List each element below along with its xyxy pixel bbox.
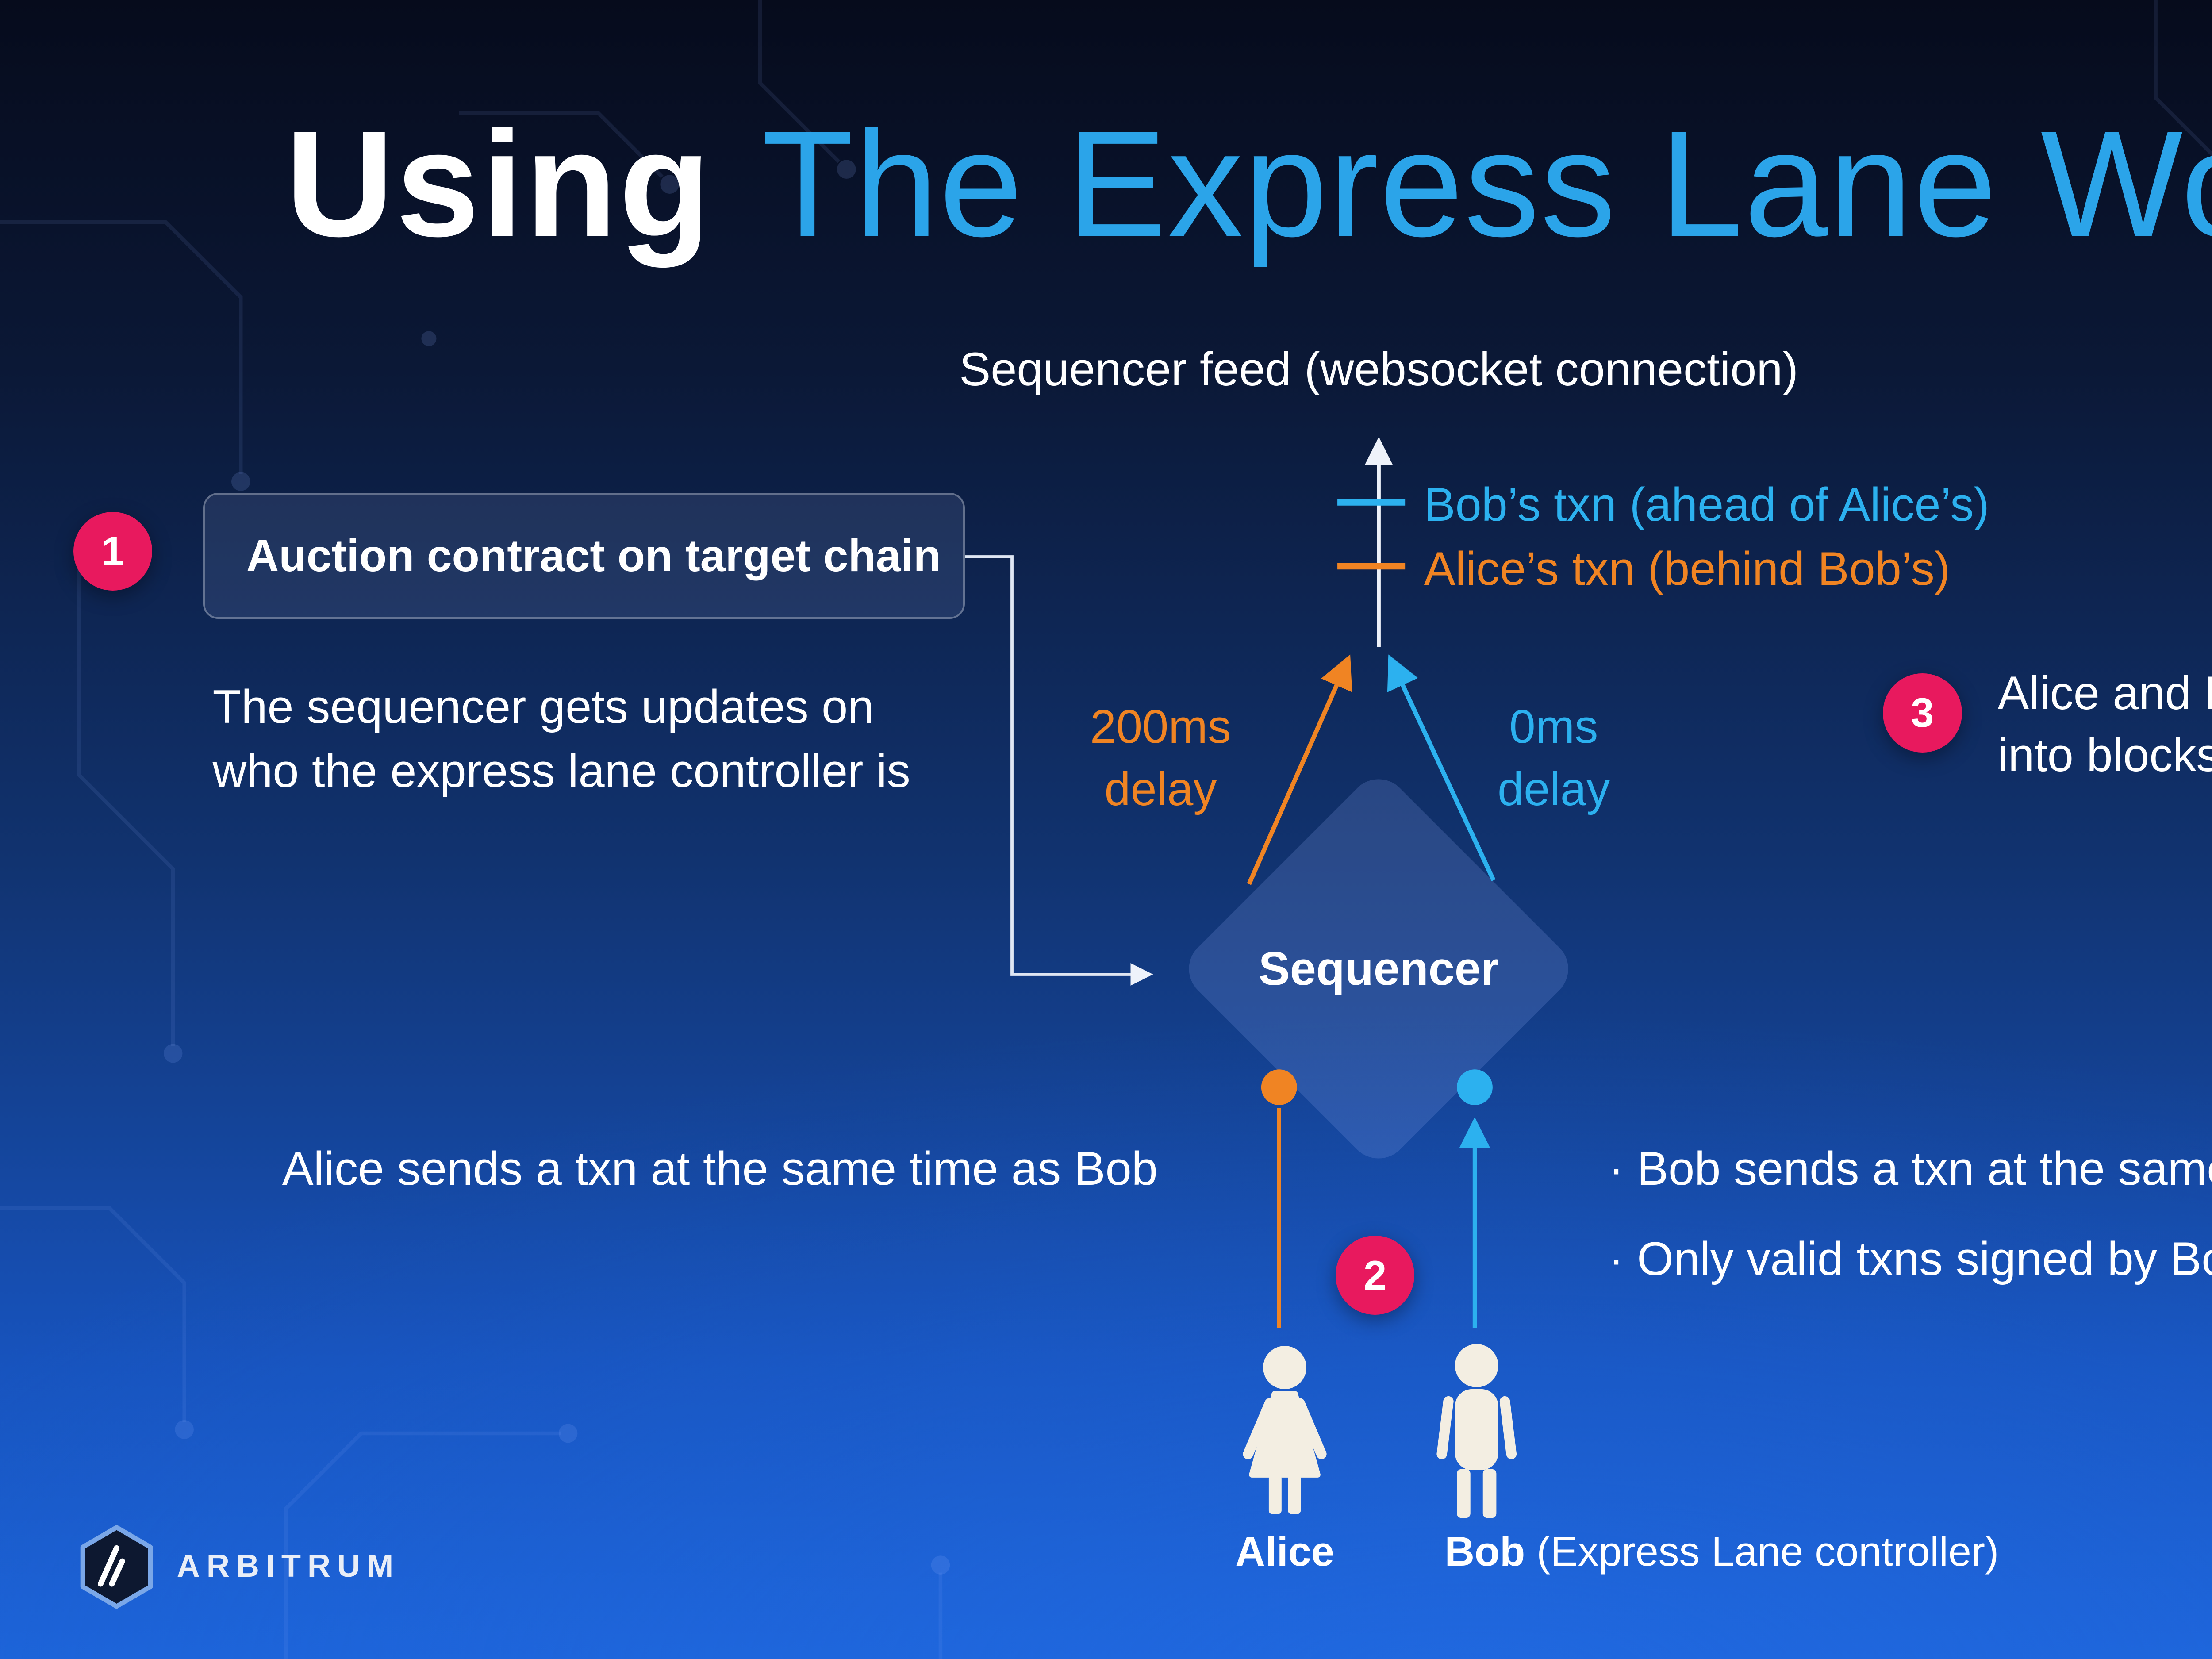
alice-delay-value: 200ms <box>1090 700 1231 753</box>
female-person-icon <box>1243 1346 1327 1514</box>
step-1-description: The sequencer gets updates on who the ex… <box>212 675 910 803</box>
bob-delay-value: 0ms <box>1509 700 1598 753</box>
sequencer-feed-label: Sequencer feed (websocket connection) <box>959 342 1798 396</box>
bob-delay-label: 0ms delay <box>1498 696 1610 820</box>
arbitrum-logo-icon <box>80 1525 153 1609</box>
step-1-badge: 1 <box>73 511 153 591</box>
step-2-badge: 2 <box>1335 1236 1415 1315</box>
legend-bob-label: Bob’s txn (ahead of Alice’s) <box>1424 478 1989 531</box>
auction-contract-box: Auction contract on target chain <box>203 492 965 619</box>
step-1-description-line1: The sequencer gets updates on <box>212 680 874 733</box>
brand-wordmark: ARBITRUM <box>177 1548 400 1584</box>
bob-name-label: Bob (Express Lane controller) <box>1444 1528 1999 1575</box>
alice-delay-word: delay <box>1104 762 1217 815</box>
bob-note-2: · Only valid txns signed by Bob are acce… <box>1608 1232 2212 1285</box>
bob-name: Bob <box>1444 1528 1525 1575</box>
step-3-description: Alice and Bob's txns get ordered into bl… <box>1998 662 2212 787</box>
bob-role-suffix: (Express Lane controller) <box>1525 1528 1999 1575</box>
title-word-using: Using <box>285 100 713 269</box>
alice-note: Alice sends a txn at the same time as Bo… <box>282 1142 1158 1195</box>
alice-delay-label: 200ms delay <box>1090 696 1231 820</box>
step-3-badge: 3 <box>1883 673 1962 753</box>
male-person-icon <box>1436 1344 1517 1518</box>
bob-delay-word: delay <box>1498 762 1610 815</box>
step-1-description-line2: who the express lane controller is <box>212 744 910 797</box>
legend-alice-label: Alice’s txn (behind Bob’s) <box>1424 542 1951 595</box>
step-3-line2: into blocks based on timestamp <box>1997 728 2212 781</box>
bob-note-1: · Bob sends a txn at the same time as Al… <box>1608 1142 2212 1195</box>
sequencer-label: Sequencer <box>1258 942 1499 995</box>
title-rest: The Express Lane Workflow <box>761 100 2212 269</box>
step-3-line1: Alice and Bob's txns get ordered <box>1997 666 2212 719</box>
alice-name-label: Alice <box>1235 1528 1334 1575</box>
